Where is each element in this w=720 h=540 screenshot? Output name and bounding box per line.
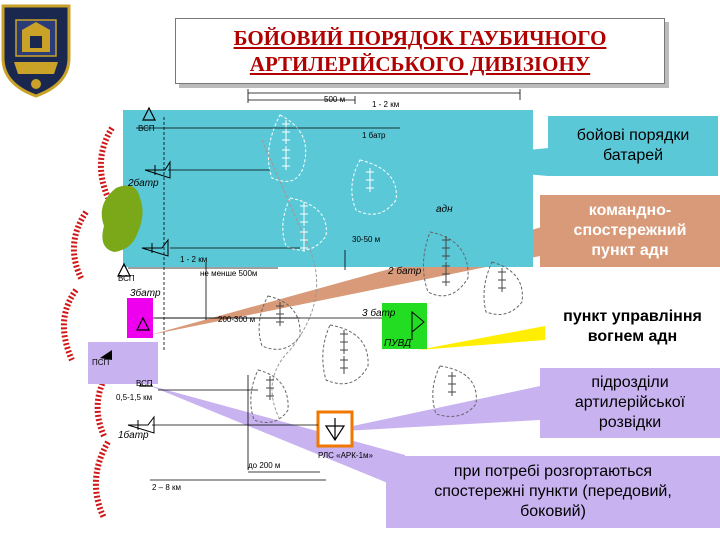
gun-position-icon: [282, 120, 374, 252]
page-title-line1: БОЙОВИЙ ПОРЯДОК ГАУБИЧНОГО: [233, 26, 607, 50]
callout-battery-orders: бойові порядки батарей: [548, 116, 718, 176]
label-vsp-top: ВСП: [138, 124, 155, 133]
label-dist-1-2-mid: 1 - 2 км: [180, 255, 207, 264]
battery-contours: [267, 114, 397, 251]
callout-fire-control-line2: вогнем адн: [587, 328, 678, 345]
connector-lines: [128, 127, 400, 481]
gun-position-icon-lower: [266, 236, 506, 400]
callout-observation-line2: спостережні пункти (передовий,: [434, 483, 672, 500]
psp-post: [88, 342, 158, 384]
callout-recon: підрозділи артилерійської розвідки: [540, 368, 720, 438]
page-title-line2: АРТИЛЕРІЙСЬКОГО ДИВІЗІОНУ: [249, 52, 591, 76]
label-not-less-500: не менше 500м: [200, 269, 257, 278]
title-box: БОЙОВИЙ ПОРЯДОК ГАУБИЧНОГО АРТИЛЕРІЙСЬКО…: [175, 18, 665, 84]
link-observation: [148, 385, 405, 490]
callout-recon-line2: артилерійської: [574, 394, 686, 411]
label-bat3-mid: 3 батр: [362, 307, 396, 319]
label-bat3-left: 3батр: [130, 287, 161, 299]
label-vsp-mid: ВСП: [118, 274, 135, 283]
label-dist-05-15: 0,5-1,5 км: [116, 393, 152, 402]
label-dist-200: до 200 м: [248, 461, 280, 470]
label-bat2-left: 2батр: [127, 177, 159, 189]
label-radar: РЛС «АРК-1м»: [318, 451, 374, 460]
label-dist-1-2-top: 1 - 2 км: [372, 100, 399, 109]
forest-icon: [101, 185, 143, 252]
callout-observation: при потребі розгортаються спостережні пу…: [386, 456, 720, 528]
emblem-icon: [1, 4, 71, 98]
label-dist-2-8: 2 – 8 км: [152, 483, 181, 492]
battle-area: [123, 110, 533, 267]
link-fire-control: [418, 326, 545, 350]
label-puvd: ПУВД: [384, 338, 411, 349]
link-recon: [325, 386, 540, 432]
label-dist-200-300: 200-300 м: [218, 315, 255, 324]
distance-top: [163, 89, 521, 350]
label-bat1: 1 батр: [362, 131, 386, 140]
callout-command-post-line1: командно-: [588, 202, 672, 219]
callout-command-post-line2: спостережний: [573, 222, 687, 239]
label-dist-500: 500 м: [324, 95, 345, 104]
callout-fire-control: пункт управління вогнем адн: [545, 305, 720, 349]
battery-3-post: [127, 298, 153, 338]
label-psp: ПСП: [92, 358, 110, 367]
label-vsp-low: ВСП: [136, 379, 153, 388]
callout-observation-line3: боковий): [520, 503, 586, 520]
callout-command-post-line3: пункт адн: [591, 242, 669, 259]
label-adn: адн: [436, 204, 453, 215]
label-bat1-left: 1батр: [118, 429, 149, 441]
label-bat2-mid: 2 батр: [387, 265, 422, 277]
callout-fire-control-line1: пункт управління: [563, 308, 702, 325]
callout-battery-orders-text: бойові порядки батарей: [576, 127, 690, 164]
callout-observation-line1: при потребі розгортаються: [453, 463, 653, 480]
label-dist-30-50: 30-50 м: [352, 235, 380, 244]
callout-command-post: командно- спостережний пункт адн: [540, 195, 720, 267]
callout-recon-line1: підрозділи: [591, 374, 669, 391]
flag-icon: [127, 160, 171, 434]
callout-recon-line3: розвідки: [598, 414, 662, 431]
ridge-icon: [60, 126, 115, 520]
